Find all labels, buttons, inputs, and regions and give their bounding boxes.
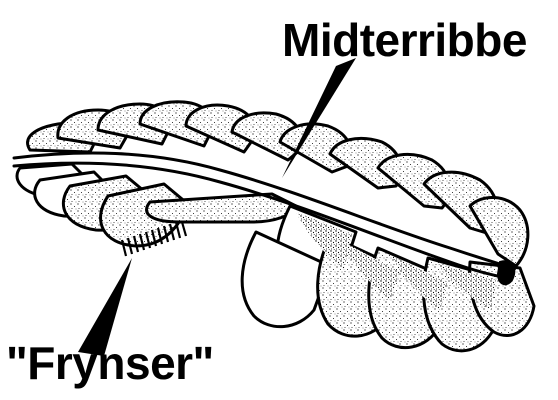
fringes-label: "Frynser" [6,340,214,386]
midrib-label: Midterribbe [282,17,527,63]
